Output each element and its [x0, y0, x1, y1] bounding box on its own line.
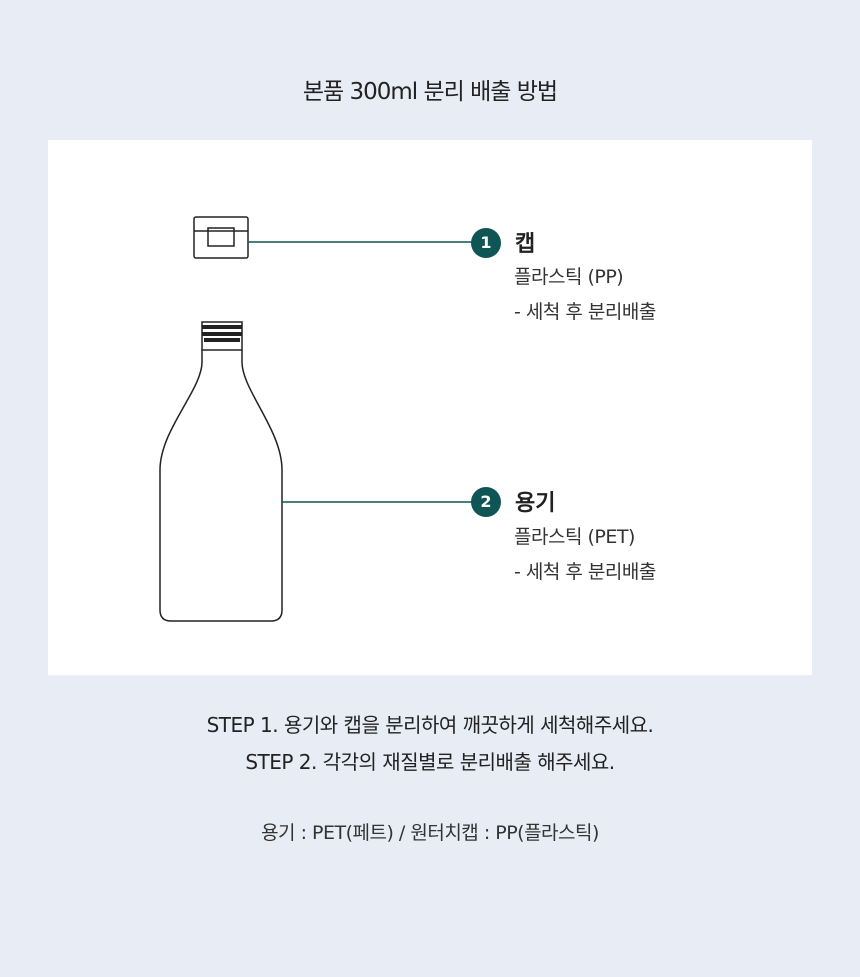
- bottle-icon: [159, 321, 283, 622]
- part-material: 플라스틱 (PP): [514, 266, 624, 288]
- part-material: 플라스틱 (PET): [514, 526, 635, 548]
- step-2: STEP 2. 각각의 재질별로 분리배출 해주세요.: [245, 750, 615, 774]
- part-name: 용기: [515, 491, 556, 516]
- bottle-diagram: [159, 216, 473, 622]
- part-number-badge: 1: [471, 228, 501, 258]
- part-instruction: - 세척 후 분리배출: [514, 301, 656, 323]
- materials-note: 용기 : PET(페트) / 원터치캡 : PP(플라스틱): [261, 822, 599, 844]
- part-instruction: - 세척 후 분리배출: [514, 561, 656, 583]
- steps: STEP 1. 용기와 캡을 분리하여 깨끗하게 세척해주세요. STEP 2.…: [0, 707, 860, 781]
- page-title: 본품 300ml 분리 배출 방법: [302, 79, 558, 105]
- cap-icon: [193, 216, 249, 259]
- step-1: STEP 1. 용기와 캡을 분리하여 깨끗하게 세척해주세요.: [206, 713, 654, 737]
- part-name: 캡: [515, 232, 536, 257]
- part-number-badge: 2: [471, 487, 501, 517]
- diagram-panel: 1 캡 플라스틱 (PP) - 세척 후 분리배출 2 용기 플라스틱 (PET…: [48, 140, 812, 675]
